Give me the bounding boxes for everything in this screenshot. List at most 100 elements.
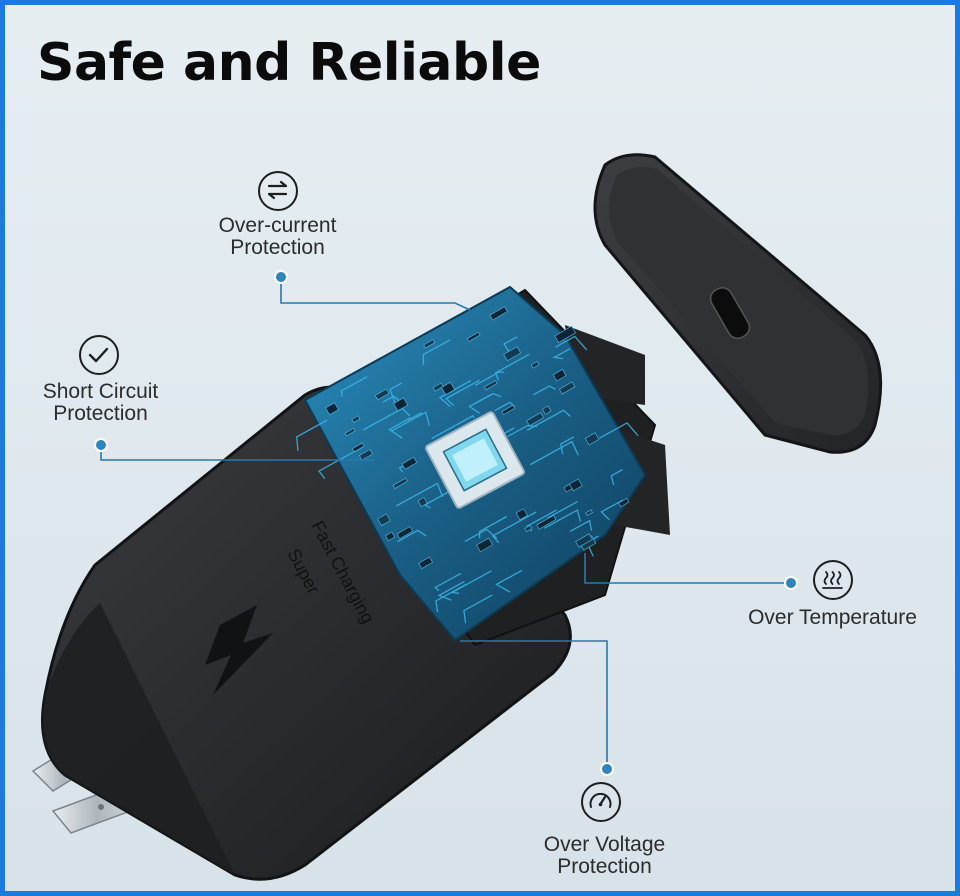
pcb-component <box>552 368 567 382</box>
main-chip <box>425 411 525 509</box>
pcb-trace <box>437 580 465 601</box>
feature-short-circuit-icon <box>79 335 119 375</box>
pcb-component <box>503 346 522 362</box>
feature-over-temperature-icon <box>813 560 853 600</box>
pcb-trace <box>422 339 451 366</box>
pcb-trace <box>560 436 575 455</box>
pcb-trace <box>495 569 523 593</box>
pcb-trace <box>340 376 368 397</box>
pcb-trace <box>396 529 427 543</box>
pcb-trace <box>295 419 328 451</box>
pcb-component <box>585 509 593 516</box>
usb-c-end-cap <box>593 153 883 454</box>
pcb-component <box>476 537 494 553</box>
feature-over-current-icon <box>258 171 298 211</box>
feature-over-current-line2: Protection <box>230 236 325 259</box>
pcb-component <box>392 477 408 489</box>
pcb-trace <box>431 414 475 440</box>
charger-illustration: Super Fast Charging <box>31 153 883 881</box>
pcb-component <box>393 397 409 412</box>
pcb-component <box>618 497 630 508</box>
feature-short-circuit-line2: Protection <box>53 402 148 425</box>
gauge-icon <box>589 792 612 808</box>
pcb-trace <box>526 409 571 431</box>
pcb-component <box>351 415 361 424</box>
pcb-trace <box>438 379 472 408</box>
heat-waves-icon <box>822 571 843 589</box>
pcb-trace <box>388 417 411 439</box>
callout-dots <box>94 270 798 776</box>
pcb-component <box>584 432 600 446</box>
pcb-component <box>423 339 436 349</box>
lightning-bolt-icon <box>205 605 273 695</box>
feature-over-current-label: Over-current Protection <box>200 215 355 259</box>
pcb-component <box>401 456 418 470</box>
pcb-component <box>530 360 540 369</box>
pcb-trace <box>474 392 502 405</box>
feature-over-current-line1: Over-current <box>218 214 337 237</box>
pcb-trace <box>434 572 462 592</box>
pcb-trace <box>543 509 582 529</box>
feature-short-circuit-label: Short Circuit Protection <box>23 381 178 425</box>
pcb-trace <box>389 382 403 404</box>
pcb-component <box>569 478 583 492</box>
pcb-trace <box>407 412 423 421</box>
circuit-board <box>295 285 647 642</box>
feature-over-temperature-label: Over Temperature <box>720 607 945 629</box>
pcb-component <box>344 427 356 437</box>
feature-over-voltage-label: Over Voltage Protection <box>522 834 687 878</box>
pcb-component <box>554 325 576 344</box>
feature-over-temperature-line1: Over Temperature <box>748 606 917 629</box>
pcb-trace <box>464 528 498 543</box>
feature-short-circuit-line1: Short Circuit <box>42 380 159 403</box>
pcb-trace <box>474 371 505 386</box>
pcb-trace <box>552 348 571 360</box>
pcb-component <box>325 402 339 416</box>
pcb-trace <box>610 469 623 486</box>
pcb-component <box>352 442 365 453</box>
pcb-component <box>524 524 533 533</box>
pcb-component <box>396 526 413 540</box>
pcb-component <box>377 513 391 527</box>
pcb-component <box>515 508 528 521</box>
callout-lines <box>100 277 791 769</box>
pcb-component <box>575 533 593 548</box>
pcb-component <box>542 405 552 415</box>
pcb-component <box>536 514 557 530</box>
pcb-trace <box>382 395 401 403</box>
pcb-component <box>441 381 456 396</box>
pcb-trace <box>449 570 492 594</box>
pcb-trace <box>444 379 480 406</box>
pcb-trace <box>532 385 556 396</box>
pcb-trace <box>599 422 639 439</box>
pcb-component <box>374 388 390 401</box>
usb-c-port <box>709 287 751 339</box>
pcb-component <box>432 382 444 392</box>
pcb-trace <box>503 336 518 354</box>
pcb-component <box>489 306 508 321</box>
pcb-component <box>418 556 433 569</box>
pcb-component <box>501 404 516 416</box>
pcb-trace <box>555 335 588 351</box>
feature-over-voltage-line2: Protection <box>557 855 652 878</box>
feature-over-voltage-line1: Over Voltage <box>543 833 666 856</box>
pcb-trace <box>491 511 537 544</box>
checkmark-icon <box>88 347 109 363</box>
pcb-component <box>558 381 576 395</box>
pcb-component <box>417 496 428 508</box>
pcb-trace <box>463 594 493 624</box>
pcb-component <box>526 412 545 427</box>
pcb-trace <box>600 499 624 521</box>
pcb-component <box>466 331 481 342</box>
pcb-trace <box>391 411 431 432</box>
pcb-trace <box>318 446 363 480</box>
pcb-component <box>358 448 373 461</box>
page-title: Safe and Reliable <box>37 33 541 93</box>
arrows-swap-icon <box>267 180 288 200</box>
pcb-trace <box>569 519 593 533</box>
pcb-component <box>483 380 498 391</box>
pcb-trace <box>478 515 508 539</box>
pcb-trace <box>395 482 444 507</box>
pcb-trace <box>494 353 530 381</box>
